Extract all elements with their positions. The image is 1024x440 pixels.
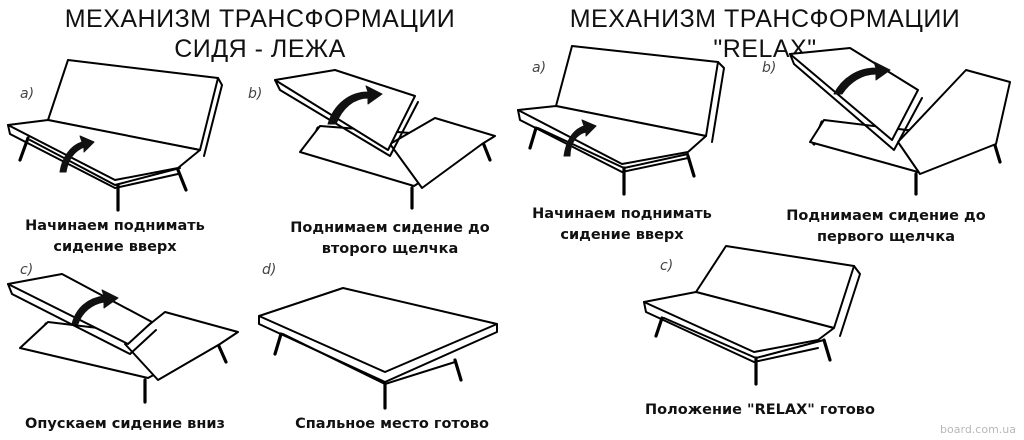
left-step-c-illustration bbox=[7, 273, 239, 404]
up-arrow-icon bbox=[59, 135, 95, 173]
watermark: board.com.ua bbox=[940, 423, 1016, 436]
left-step-a-caption: Начинаем поднимать сидение вверх bbox=[25, 218, 205, 255]
right-step-a-caption: Начинаем поднимать сидение вверх bbox=[532, 206, 712, 243]
left-step-a-label: a) bbox=[20, 86, 35, 102]
left-step-b-caption: Поднимаем сидение до второго щелчка bbox=[290, 220, 490, 257]
right-step-b-caption: Поднимаем сидение до первого щелчка bbox=[786, 208, 986, 245]
right-title: МЕХАНИЗМ ТРАНСФОРМАЦИИ "RELAX" bbox=[569, 5, 961, 63]
left-step-a-illustration bbox=[7, 59, 223, 212]
right-step-c-label: c) bbox=[660, 258, 674, 274]
right-step-c-illustration bbox=[643, 245, 861, 386]
left-title-line2: СИДЯ - ЛЕЖА bbox=[174, 35, 346, 63]
right-step-c-caption: Положение "RELAX" готово bbox=[645, 402, 875, 418]
left-step-b-illustration bbox=[274, 69, 496, 210]
left-step-c-caption: Опускаем сидение вниз bbox=[25, 416, 225, 432]
left-step-c-label: c) bbox=[20, 262, 34, 278]
right-step-b-illustration bbox=[789, 47, 1011, 196]
lift-arrow-icon bbox=[833, 61, 891, 95]
left-step-d-illustration bbox=[258, 287, 498, 410]
left-title: МЕХАНИЗМ ТРАНСФОРМАЦИИ СИДЯ - ЛЕЖА bbox=[50, 4, 470, 64]
lift-arrow-icon bbox=[327, 85, 383, 125]
left-step-b-label: b) bbox=[248, 86, 263, 102]
down-arrow-icon bbox=[71, 289, 119, 325]
right-step-a-illustration bbox=[517, 45, 725, 196]
right-step-a-label: a) bbox=[532, 60, 547, 76]
up-arrow-icon bbox=[563, 119, 597, 157]
right-step-b-label: b) bbox=[762, 60, 777, 76]
left-step-d-caption: Спальное место готово bbox=[295, 416, 489, 432]
left-title-line1: МЕХАНИЗМ ТРАНСФОРМАЦИИ bbox=[64, 5, 456, 33]
left-step-d-label: d) bbox=[262, 262, 277, 278]
